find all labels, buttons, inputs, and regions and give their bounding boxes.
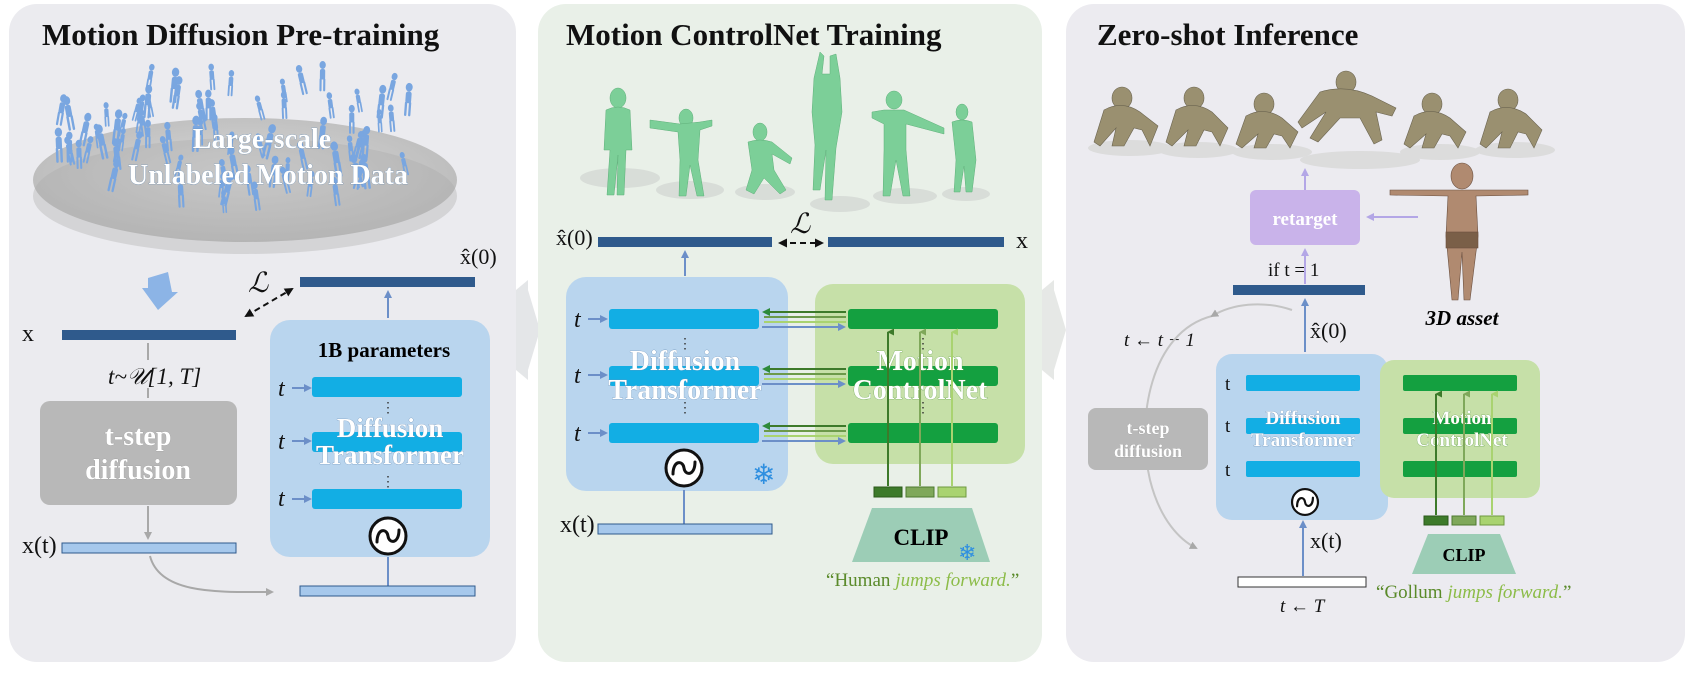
dit2-t-label-1: t (574, 307, 582, 333)
dit2-t-label-3: t (574, 421, 582, 447)
dit1-label-line2: Transformer (316, 440, 464, 470)
noisy-xt-label: x(t) (22, 533, 57, 559)
loop-label: t ← t − 1 (1124, 330, 1195, 351)
xhat-label-2: x̂(0) (556, 225, 593, 250)
text-embedding-tokens-inference (1423, 390, 1505, 526)
svg-text:⋮: ⋮ (678, 401, 692, 416)
loss-label-1: ℒ (248, 268, 269, 299)
controlnet-dit-connections (762, 308, 846, 445)
dit3-t-label-3: t (1225, 460, 1231, 481)
dit3-label-line1: Diffusion (1266, 408, 1341, 429)
dit1-layer-1 (312, 377, 462, 397)
init-label: t ← T (1280, 596, 1326, 617)
clip-label-training: CLIP (894, 525, 949, 550)
retarget-box (1250, 190, 1360, 245)
controlnet3-label-line1: Motion (1432, 408, 1492, 429)
panel-arrow-2 (1042, 280, 1066, 380)
controlnet-layer-2 (848, 366, 998, 386)
input-x-bar (62, 330, 236, 340)
dit-box-inference (1216, 354, 1388, 520)
controlnet3-layer-2 (1403, 418, 1517, 434)
xhat-label-3: x̂(0) (1310, 318, 1347, 343)
retarget-label: retarget (1272, 209, 1338, 230)
params-label: 1B parameters (318, 338, 450, 362)
dit2-label-line2: Transformer (608, 375, 761, 406)
svg-text:⋮: ⋮ (678, 337, 692, 352)
output-xhat-bar-3 (1233, 285, 1365, 295)
panel-title-inference: Zero-shot Inference (1097, 17, 1358, 52)
data-down-arrow (142, 272, 178, 310)
clip-encoder-box-training (852, 508, 990, 562)
output-xhat-bar-1 (300, 277, 475, 287)
dit1-t-label-2: t (278, 429, 286, 455)
dit3-layer-1 (1246, 375, 1360, 391)
tstep-diffusion-box-inference (1088, 408, 1208, 470)
data-overlay-line1: Large-scale (193, 124, 331, 155)
loss-arrow-1 (244, 287, 294, 318)
dit2-layer-3 (609, 423, 759, 443)
condition-label: if t = 1 (1268, 260, 1319, 281)
controlnet3-layer-1 (1403, 375, 1517, 391)
controlnet3-label-line2: ControlNet (1416, 430, 1508, 451)
input-bar-pretraining (299, 585, 476, 597)
dit1-layer-3 (312, 489, 462, 509)
dit2-label-line1: Diffusion (630, 346, 741, 377)
motion-data-illustration: Large-scale Unlabeled Motion Data (33, 60, 457, 254)
svg-text:⋮: ⋮ (381, 475, 395, 490)
dit2-layer-1 (609, 309, 759, 329)
dit3-t-label-2: t (1225, 416, 1231, 437)
panel-title-controlnet: Motion ControlNet Training (566, 17, 942, 52)
dit3-label-line2: Transformer (1251, 430, 1356, 451)
dit3-t-label-1: t (1225, 374, 1231, 395)
controlnet-layer-3 (848, 423, 998, 443)
panel-arrow-1 (516, 280, 540, 380)
controlnet-layer-1 (848, 309, 998, 329)
clip-label-inference: CLIP (1442, 545, 1485, 565)
dit1-t-label-3: t (278, 486, 286, 512)
diffusion-symbol-icon-3 (1290, 487, 1320, 517)
diffusion-symbol-icon-2 (664, 448, 704, 488)
dit3-layer-3 (1246, 461, 1360, 477)
tstep-diffusion-line2: diffusion (85, 455, 191, 486)
diffusion-symbol-icon (368, 516, 408, 556)
data-overlay-line2: Unlabeled Motion Data (128, 160, 408, 191)
timestep-sample-label: t~𝒰[1, T] (108, 364, 201, 389)
output-xhat-bar-2 (598, 237, 772, 247)
svg-text:⋮: ⋮ (381, 401, 395, 416)
text-embedding-tokens (873, 328, 967, 498)
dit2-t-label-2: t (574, 363, 582, 389)
controlnet3-layer-3 (1403, 461, 1517, 477)
loss-label-2: ℒ (790, 209, 811, 240)
tstep-diffusion-line1: t-step (105, 421, 172, 452)
tstep-diffusion-inference-line1: t-step (1127, 418, 1170, 438)
noisy-xt-bar (61, 542, 237, 554)
asset-label: 3D asset (1425, 306, 1500, 330)
target-x-label: x (1016, 228, 1028, 254)
target-x-bar (828, 237, 1004, 247)
panel-title-pretraining: Motion Diffusion Pre-training (42, 17, 440, 52)
gollum-motion-illustration (1088, 70, 1555, 169)
input-x-label: x (22, 321, 34, 347)
tstep-diffusion-inference-line2: diffusion (1114, 441, 1182, 461)
xhat-label-1: x̂(0) (460, 244, 497, 269)
dit1-t-label-1: t (278, 376, 286, 402)
noisy-xt-label-3: x(t) (1310, 528, 1342, 553)
dit2-layer-2 (609, 366, 759, 386)
dit3-layer-2 (1246, 418, 1360, 434)
tstep-diffusion-box (40, 401, 237, 505)
noisy-xt-label-2: x(t) (560, 512, 595, 538)
frozen-snowflake-icon-clip: ❄ (958, 540, 976, 565)
clip-encoder-box-inference (1412, 534, 1516, 574)
dit1-layer-2 (312, 432, 462, 452)
initial-noise-bar (1237, 576, 1367, 588)
noisy-xt-bar-2 (597, 523, 773, 535)
dit1-label-line1: Diffusion (337, 413, 444, 443)
frozen-snowflake-icon: ❄ (752, 460, 775, 491)
human-motion-illustration (580, 51, 990, 212)
gollum-3d-asset-figure (1389, 162, 1529, 301)
